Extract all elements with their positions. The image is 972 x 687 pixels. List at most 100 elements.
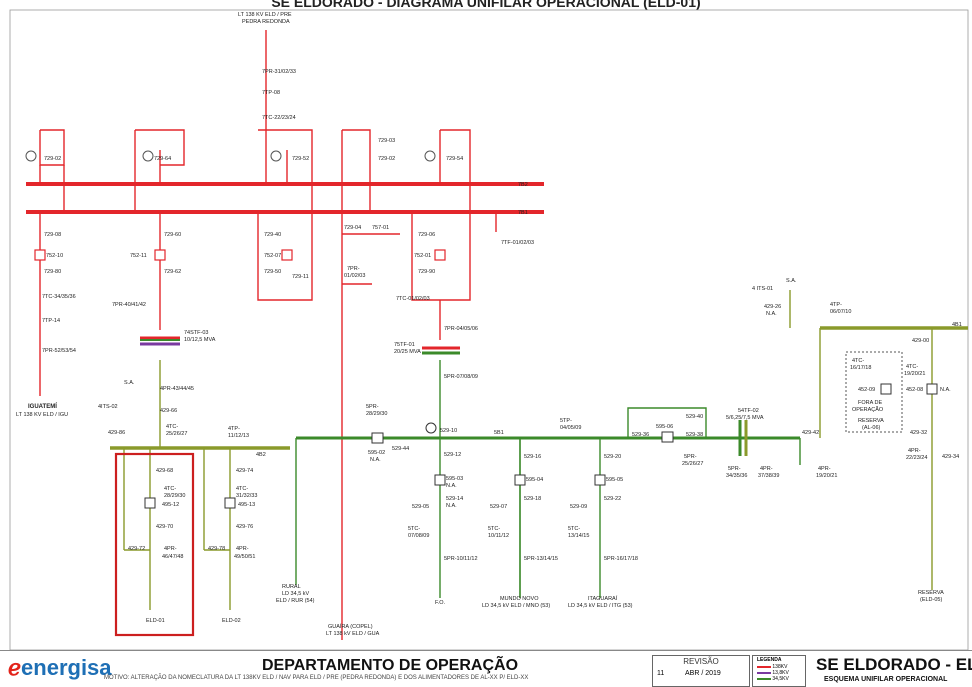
label-4tp: 4TP-	[228, 426, 240, 432]
station-subtitle: ESQUEMA UNIFILAR OPERACIONAL	[824, 676, 948, 683]
label-595-02: 595-02	[368, 450, 385, 456]
label-4tc28: 4TC-	[164, 486, 176, 492]
label-4pr46: 4PR-	[164, 546, 177, 552]
label-5pr25: 5PR-	[684, 454, 697, 460]
label-guaira: GUAÍRA (COPEL)	[328, 623, 373, 630]
label-429-70: 429-70	[156, 524, 173, 530]
label-54tf: 54TF-02	[738, 408, 759, 414]
label-na5: N.A.	[940, 387, 951, 393]
label-595-04: 595-04	[526, 477, 543, 483]
label-7tp08: 7TP-08	[262, 90, 280, 96]
label-mundo-lt: LD 34,5 kV ELD / MNO (53)	[482, 603, 550, 609]
department-title: DEPARTAMENTO DE OPERAÇÃO	[262, 657, 519, 674]
label-4its01: 4 ITS-01	[752, 286, 773, 292]
label-4tc16: 4TC-	[852, 358, 864, 364]
label-4b2: 4B2	[256, 452, 266, 458]
label-429-66: 429-66	[160, 408, 177, 414]
label-729-11: 729-11	[292, 274, 309, 280]
label-7pr: 7PR-31/02/33	[262, 69, 296, 75]
label-5tc10: 5TC-	[488, 526, 500, 532]
label-729-04: 729-04	[344, 225, 361, 231]
label-5pr28b: 28/29/30	[366, 411, 387, 417]
label-595-03: 595-03	[446, 476, 463, 482]
label-529-10: 529-10	[440, 428, 457, 434]
label-452-09: 452-09	[858, 387, 875, 393]
label-429-42: 429-42	[802, 430, 819, 436]
label-4pr22: 4PR-	[908, 448, 921, 454]
label-5pr25b: 25/26/27	[682, 461, 703, 467]
label-529-09: 529-09	[570, 504, 587, 510]
label-729-02: 729-02	[44, 156, 61, 162]
label-na1: N.A.	[370, 457, 381, 463]
label-54tf-b: 5/6,25/7,5 MVA	[726, 415, 764, 421]
label-7tc22: 7TC-22/23/24	[262, 115, 296, 121]
label-429-76: 429-76	[236, 524, 253, 530]
label-595-05: 595-05	[606, 477, 623, 483]
transformer-54tf02	[738, 420, 748, 456]
label-429-00: 429-00	[912, 338, 929, 344]
legend-item-1: 138KV	[757, 664, 787, 670]
label-4pr19: 4PR-	[818, 466, 831, 472]
reserve-box	[845, 351, 903, 433]
label-7b1: 7B1	[518, 210, 528, 216]
label-729-54: 729-54	[446, 156, 463, 162]
label-na4: N.A.	[766, 311, 777, 317]
label-529-14: 529-14	[446, 496, 463, 502]
label-4tc25: 4TC-	[166, 424, 178, 430]
energisa-logo: ℯenergisa	[8, 655, 112, 680]
logo-text: energisa	[21, 655, 112, 680]
label-4pr46b: 46/47/48	[162, 554, 183, 560]
label-529-22: 529-22	[604, 496, 621, 502]
label-iguatemi-lt: LT 138 KV ELD / IGU	[16, 412, 68, 418]
label-74tf-b: 10/12,5 MVA	[184, 337, 216, 343]
label-sa1: S.A.	[124, 380, 135, 386]
label-529-16: 529-16	[524, 454, 541, 460]
station-name: SE ELDORADO - ELD	[816, 655, 972, 674]
label-729-40: 729-40	[264, 232, 281, 238]
revision-date: ABR / 2019	[685, 670, 721, 677]
label-na2: N.A.	[446, 483, 457, 489]
motor-operators	[25, 150, 436, 162]
label-7tc-01: 7TC-01/02/03	[396, 296, 430, 302]
label-4tp06b: 06/07/10	[830, 309, 851, 315]
revision-header: REVISÃO	[683, 657, 719, 666]
label-lt-pre: LT 138 KV ELD / PRE	[238, 12, 292, 18]
label-752-01: 752-01	[414, 253, 431, 259]
label-4b1: 4B1	[952, 322, 962, 328]
label-729-06: 729-06	[418, 232, 435, 238]
label-5pr34b: 34/35/36	[726, 473, 747, 479]
label-4pr37: 4PR-	[760, 466, 773, 472]
label-5pr10: 5PR-10/11/12	[444, 556, 478, 562]
label-429-74: 429-74	[236, 468, 253, 474]
label-fo: F.O.	[435, 600, 446, 606]
label-5tpb: 04/05/09	[560, 425, 581, 431]
label-75tf: 75TF-01	[394, 342, 415, 348]
label-495-12: 495-12	[162, 502, 179, 508]
label-7pr-01: 7PR-	[347, 266, 360, 272]
label-729-90: 729-90	[418, 269, 435, 275]
label-495-13: 495-13	[238, 502, 255, 508]
label-7tf-01: 7TF-01/02/03	[501, 240, 534, 246]
label-4pr37b: 37/38/39	[758, 473, 779, 479]
label-729-64: 729-64	[154, 156, 171, 162]
label-5tc13: 5TC-	[568, 526, 580, 532]
label-5pr28: 5PR-	[366, 404, 379, 410]
transformer-75tf01	[422, 346, 460, 355]
label-4tc28b: 28/29/30	[164, 493, 185, 499]
label-5pr13: 5PR-13/14/15	[524, 556, 558, 562]
label-429-72: 429-72	[128, 546, 145, 552]
hv-138kv-section	[26, 30, 544, 640]
label-752-11: 752-11	[130, 253, 147, 259]
label-rural-lt: LD 34,5 kV	[282, 591, 310, 597]
label-5tp: 5TP-	[560, 418, 572, 424]
label-5pr34: 5PR-	[728, 466, 741, 472]
label-4pr19b: 19/20/21	[816, 473, 837, 479]
label-729-50: 729-50	[264, 269, 281, 275]
label-4pr49b: 49/50/51	[234, 554, 255, 560]
label-595-06: 595-06	[656, 424, 673, 430]
page-title: SE ELDORADO - DIAGRAMA UNIFILAR OPERACIO…	[271, 0, 701, 10]
label-429-26: 429-26	[764, 304, 781, 310]
diagram-labels: LT 138 KV ELD / PRE PEDRA REDONDA 7PR-31…	[16, 12, 962, 637]
label-fora2: OPERAÇÃO	[852, 406, 884, 413]
